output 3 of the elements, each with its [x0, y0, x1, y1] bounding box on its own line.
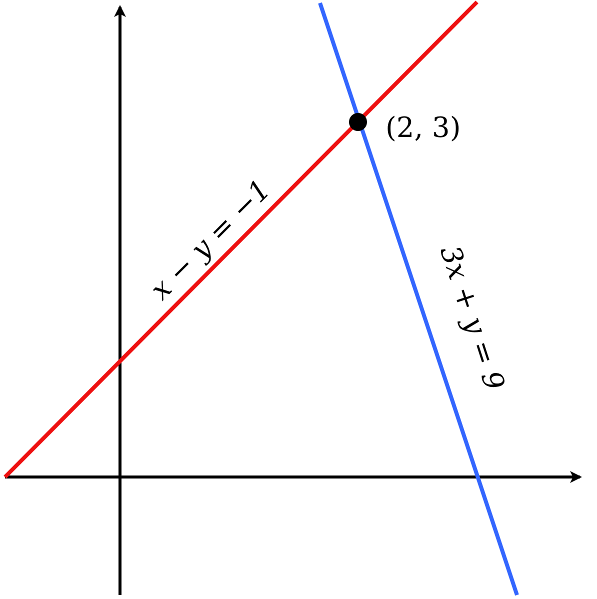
equation-label: x − y = −1: [145, 175, 276, 305]
point-label: (2, 3): [386, 114, 461, 142]
equation-label: 3x + y = 9: [435, 242, 508, 394]
